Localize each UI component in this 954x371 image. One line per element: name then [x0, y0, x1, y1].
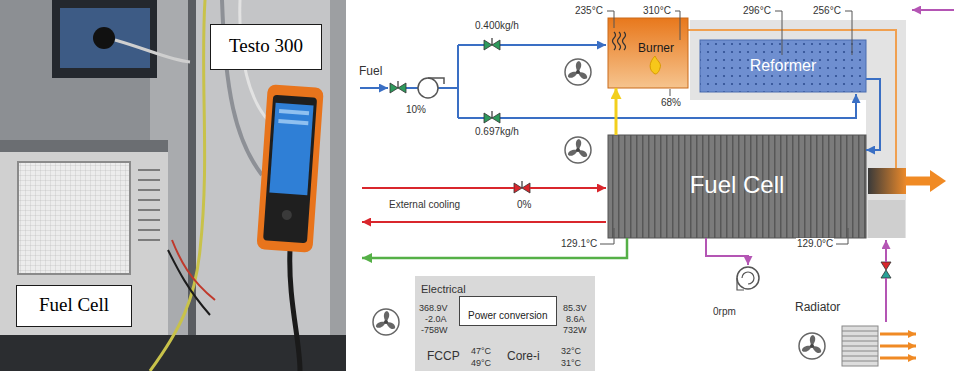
- node-text: Testo 300: [229, 35, 303, 58]
- temperature-value: 129.1°C: [560, 238, 598, 250]
- flow-arrow: [866, 79, 880, 150]
- mounted-box: [52, 0, 157, 78]
- percent-value: 0%: [516, 199, 532, 211]
- reformer-box: Reformer: [700, 40, 866, 92]
- flow-label: External cooling: [388, 199, 461, 211]
- node-text: 8.6A: [566, 314, 585, 325]
- photo: [0, 0, 346, 371]
- photo-callout-box: Testo 300: [210, 24, 322, 70]
- node-text: Reformer: [750, 56, 817, 75]
- fuel-cell-stack: Fuel Cell: [608, 135, 866, 238]
- temperature-value: 129.0°C: [796, 238, 834, 250]
- node-text: Power conversion: [468, 310, 547, 322]
- node-text: Fuel Cell: [39, 294, 109, 317]
- node-text: 49°C: [471, 358, 491, 369]
- burner-box: Burner: [608, 18, 688, 88]
- photo-callout-box: Fuel Cell: [16, 285, 132, 327]
- percent-value: 10%: [405, 104, 427, 116]
- node-text: 732W: [563, 325, 587, 336]
- flow-label: Fuel: [358, 64, 383, 78]
- reformer-shape: [700, 40, 866, 92]
- testo-analyser: [256, 84, 323, 253]
- node-text: -758W: [421, 325, 448, 336]
- flow-arrow: [615, 88, 618, 135]
- electric-output-line: [362, 238, 627, 258]
- radiator-symbol: [842, 326, 916, 366]
- node-text: Electrical: [421, 283, 466, 296]
- leader-lines: [600, 11, 852, 244]
- exhaust-arrow: [868, 168, 946, 194]
- node-text: 47°C: [471, 346, 491, 357]
- burner-shape: [608, 18, 688, 88]
- temperature-value: 235°C: [574, 5, 604, 17]
- fuel-cell-shape: [608, 135, 866, 238]
- node-text: -2.0A: [425, 314, 447, 325]
- fuel-lines: [360, 45, 856, 118]
- node-text: 31°C: [561, 358, 581, 369]
- coolant-loop: [706, 10, 954, 322]
- pump-symbol: [737, 267, 759, 290]
- cooling-lines: [362, 188, 606, 222]
- node-text: 368.9V: [419, 303, 448, 314]
- compressor-symbol: [418, 78, 444, 98]
- node-text: Fuel Cell: [690, 171, 785, 200]
- node-text: Core-i: [507, 349, 540, 363]
- node-text: 32°C: [561, 346, 581, 357]
- node-text: 85.3V: [563, 303, 587, 314]
- node-text: FCCP: [427, 349, 460, 363]
- part-name: Radiator: [794, 300, 841, 314]
- fan-symbols: [373, 59, 825, 359]
- flow-rate: 0.400kg/h: [474, 20, 520, 32]
- power-conversion-box: Power conversion: [459, 296, 557, 326]
- flow-rate: 0.697kg/h: [474, 126, 520, 138]
- speed-value: 0rpm: [712, 306, 737, 318]
- valve-symbols: [390, 38, 891, 278]
- temperature-value: 256°C: [812, 5, 842, 17]
- percent-value: 68%: [660, 97, 682, 109]
- temperature-value: 296°C: [742, 5, 772, 17]
- temperature-value: 310°C: [642, 5, 672, 17]
- electrical-panel: Power conversion Electrical 368.9V-2.0A-75…: [415, 276, 595, 371]
- node-text: Burner: [638, 41, 674, 55]
